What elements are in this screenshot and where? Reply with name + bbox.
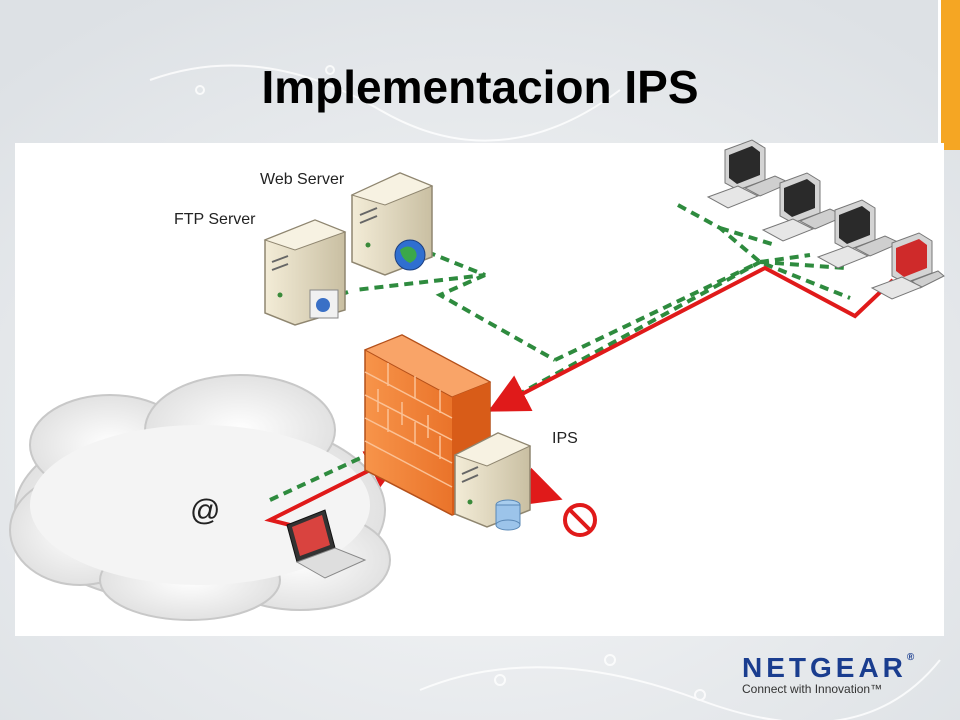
web-server-icon [350,172,434,276]
workstation-icon [816,199,902,269]
block-icon [563,503,597,537]
internet-cloud [9,374,391,621]
logo-brand: NETGEAR [742,652,907,683]
workstation-icon [761,172,847,242]
accent-bar [938,0,960,150]
netgear-logo: NETGEAR® Connect with Innovation™ [742,652,942,696]
slide-title: Implementacion IPS [261,61,699,113]
ips-server-icon [453,432,532,531]
ftp-server-icon [263,219,347,326]
ftp-server-label: FTP Server [174,211,256,228]
infected-workstation-icon [870,232,945,300]
web-server-label: Web Server [260,171,345,188]
logo-tagline: Connect with Innovation™ [742,682,883,696]
logo-registered-mark: ® [906,652,919,663]
ips-label: IPS [552,430,578,447]
internet-label: @ [190,494,221,527]
workstation-icon [706,139,792,209]
logo-wordmark: NETGEAR® [742,652,942,684]
laptop-icon [286,509,367,579]
